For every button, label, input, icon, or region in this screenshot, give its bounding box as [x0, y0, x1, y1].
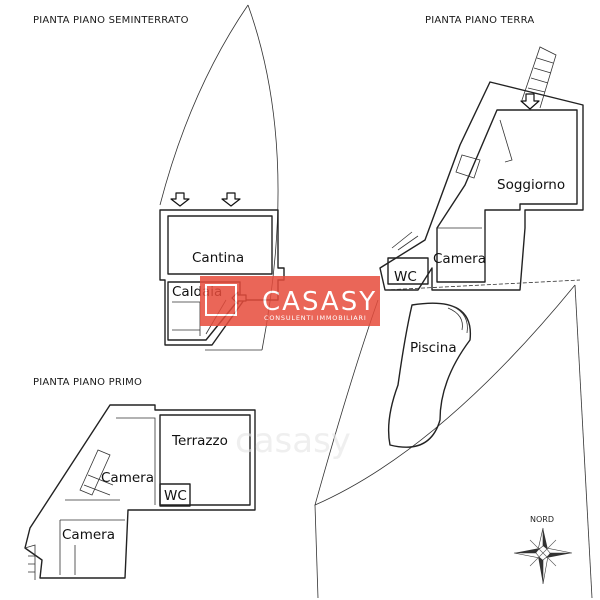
watermark-brand-grey: casasy: [235, 421, 351, 461]
terrace-step: [391, 231, 419, 251]
ground-outline: [379, 81, 584, 291]
compass-north-half-icon: [537, 527, 544, 551]
stair-well: [455, 154, 481, 179]
ground-inner: [436, 109, 578, 283]
camera-top-walls: [65, 417, 156, 505]
wc-ground-walls: [387, 257, 429, 285]
terrain-line-left: [159, 4, 249, 206]
terrazzo-walls: [159, 414, 251, 506]
ground-floor-plan: Soggiorno Camera WC Piscina: [314, 46, 593, 599]
room-camera-first-top: Camera: [101, 470, 154, 486]
title-first-floor: PIANTA PIANO PRIMO: [33, 377, 142, 388]
garden-boundary-lower: [314, 504, 319, 599]
compass-north-icon: [543, 528, 548, 550]
entry-arrow-icon: [170, 192, 190, 207]
compass-diagonals: [529, 539, 557, 567]
title-basement: PIANTA PIANO SEMINTERRATO: [33, 15, 189, 26]
camera-bottom-walls: [59, 519, 125, 575]
stair-first-floor: [79, 449, 111, 496]
compass-label: NORD: [530, 515, 554, 524]
compass-west-icon: [514, 548, 540, 553]
compass-west-half-icon: [513, 552, 541, 559]
compass-east-icon: [546, 553, 572, 558]
compass-rose: NORD: [513, 515, 573, 585]
first-floor-outline: [24, 404, 256, 579]
room-camera-ground: Camera: [433, 251, 486, 267]
wc-first-walls: [159, 483, 191, 507]
external-stair: [521, 46, 557, 109]
room-wc-ground: WC: [394, 269, 417, 285]
stair-steps-first: [83, 474, 114, 496]
terrace-edge: [384, 279, 581, 291]
entry-arrow-icon: [520, 93, 540, 110]
garden-boundary-right: [574, 284, 593, 599]
room-terrazzo: Terrazzo: [171, 433, 228, 449]
first-floor-plan: Terrazzo Camera WC Camera: [24, 404, 256, 580]
pool-steps: [447, 305, 468, 334]
room-piscina: Piscina: [410, 340, 457, 356]
compass-south-icon: [538, 556, 543, 584]
room-wc-first: WC: [164, 488, 187, 504]
entry-arrow-icon: [221, 192, 241, 207]
room-soggiorno: Soggiorno: [497, 177, 565, 193]
watermark-logo: CASASY CONSULENTI IMMOBILIARI: [200, 276, 380, 326]
cantina-walls: [167, 215, 273, 275]
stair-steps: [527, 57, 554, 93]
room-camera-first-bottom: Camera: [62, 527, 115, 543]
garden-boundary: [314, 284, 576, 506]
pool-outline: [387, 302, 472, 448]
compass-south-half-icon: [542, 555, 549, 585]
title-ground-floor: PIANTA PIANO TERRA: [425, 15, 534, 26]
caldaia-detail: [172, 301, 201, 336]
watermark-mark-icon: [205, 284, 237, 316]
external-stair-first: [24, 544, 36, 580]
camera-partition: [437, 227, 486, 280]
room-cantina: Cantina: [192, 250, 244, 266]
watermark-brand: CASASY: [262, 287, 377, 317]
watermark-tagline: CONSULENTI IMMOBILIARI: [264, 314, 367, 322]
door-swing: [499, 119, 513, 163]
compass-east-half-icon: [545, 547, 573, 554]
